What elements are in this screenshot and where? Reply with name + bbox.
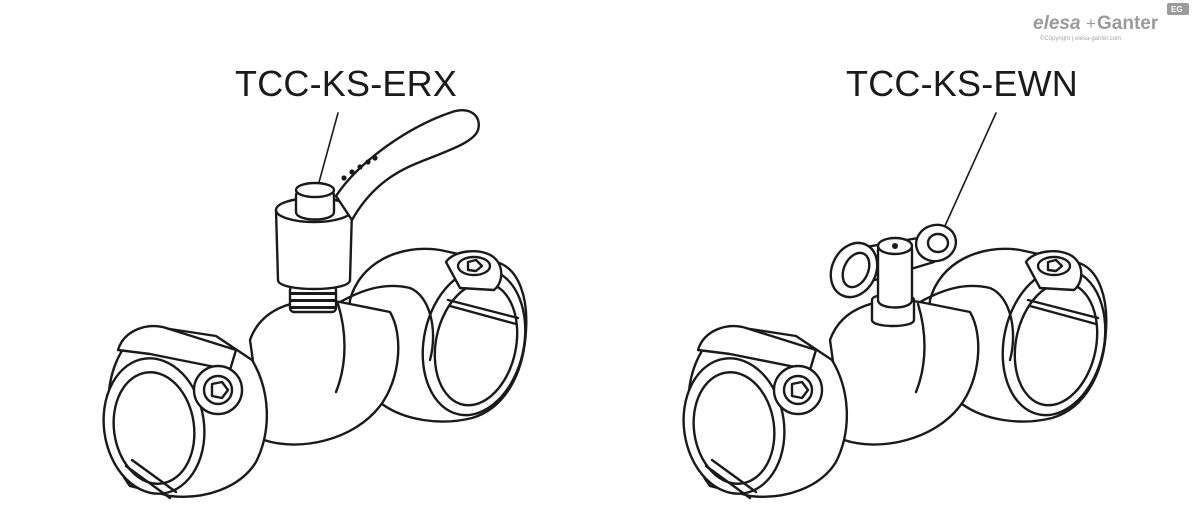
leader-line-right <box>943 112 997 229</box>
logo-brand-b: Ganter <box>1097 13 1159 34</box>
logo-plus: + <box>1086 14 1096 33</box>
clamp-tcc-ks-ewn <box>682 223 1108 500</box>
logo-badge-bg <box>1167 3 1189 15</box>
leader-line-left <box>317 112 339 187</box>
clamp-tcc-ks-erx <box>102 109 528 500</box>
logo-brand-a: elesa <box>1033 13 1081 34</box>
label-tcc-ks-erx: TCC-KS-ERX <box>235 63 457 104</box>
brand-logo: elesa + Ganter EG ©Copyright | elesa-gan… <box>1033 3 1189 42</box>
logo-badge: EG <box>1171 5 1183 14</box>
logo-copyright: ©Copyright | elesa-ganter.com <box>1040 35 1121 42</box>
label-tcc-ks-ewn: TCC-KS-EWN <box>846 63 1078 104</box>
